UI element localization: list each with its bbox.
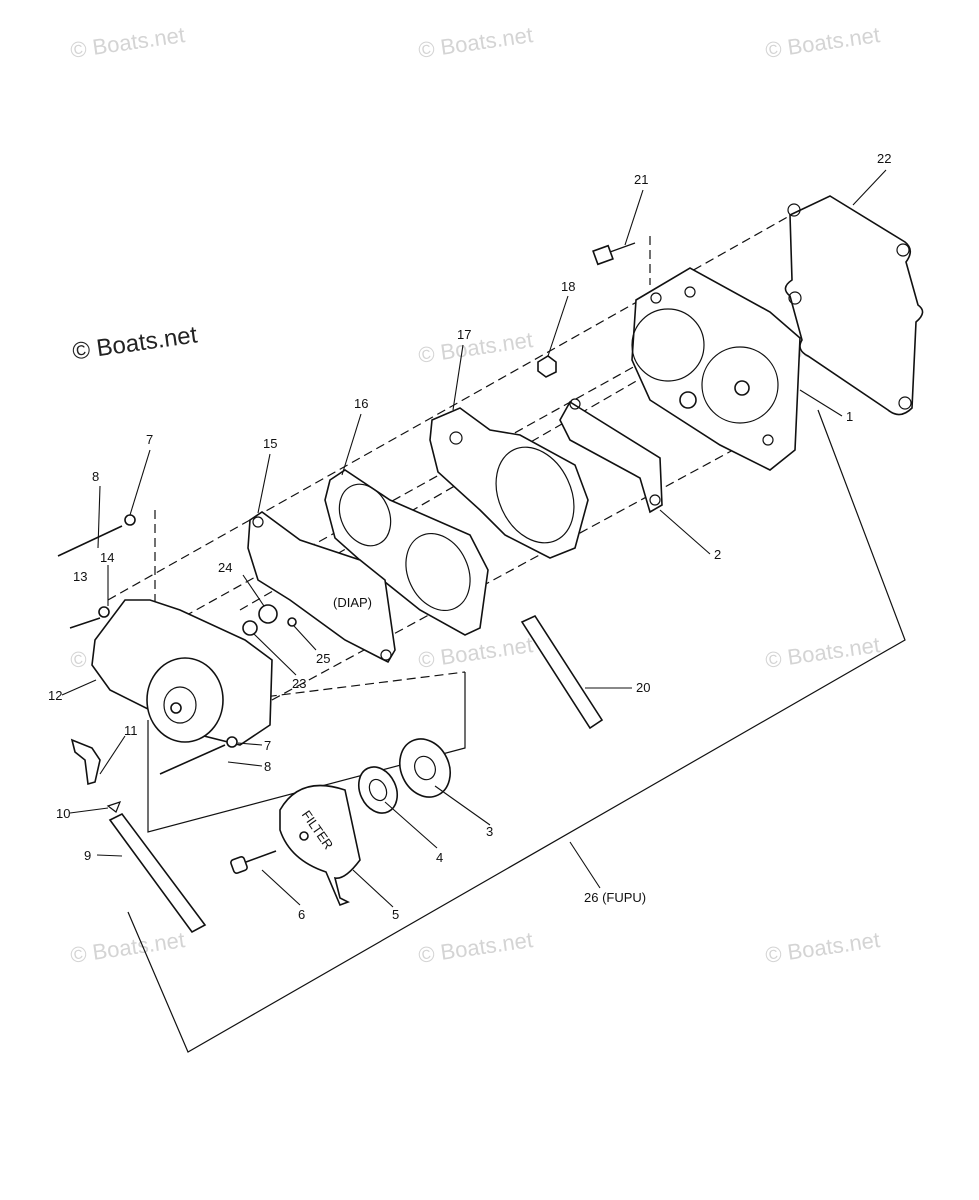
callout-6: 6 xyxy=(298,907,305,922)
housing-17-hole xyxy=(449,431,463,445)
screw-8-lower xyxy=(159,744,226,775)
screw-6-head xyxy=(230,856,248,874)
assembly-outline xyxy=(127,409,906,1053)
housing-17 xyxy=(429,407,589,559)
screw-13 xyxy=(69,617,101,629)
bolt-21-shank xyxy=(609,242,636,253)
callout-24: 24 xyxy=(218,560,232,575)
callout-17: 17 xyxy=(457,327,471,342)
pump-body-1 xyxy=(631,267,801,471)
callout-8-lower: 8 xyxy=(264,759,271,774)
plate-2-hole-a xyxy=(569,398,581,410)
washer-7-upper xyxy=(124,514,136,526)
callout-15: 15 xyxy=(263,436,277,451)
screw-6-shank xyxy=(245,850,277,863)
diaphragm-label: (DIAP) xyxy=(333,595,372,610)
pump-body-1-chamber-b xyxy=(701,346,779,424)
filter-cover-5 xyxy=(279,784,361,907)
gasket-22-hole-c xyxy=(898,396,912,410)
callout-7-upper: 7 xyxy=(146,432,153,447)
washer-7-lower xyxy=(226,736,238,748)
callout-3: 3 xyxy=(486,824,493,839)
callout-26: 26 (FUPU) xyxy=(584,890,646,905)
filter-screen-3 xyxy=(399,738,451,798)
callout-13: 13 xyxy=(73,569,87,584)
alignment-line-upper xyxy=(159,329,701,631)
hose-9 xyxy=(108,812,207,934)
pump-body-1-bolt-a xyxy=(650,292,662,304)
gasket-22-hole-b xyxy=(896,243,910,257)
callout-16: 16 xyxy=(354,396,368,411)
fitting-11 xyxy=(70,738,101,786)
callout-25: 25 xyxy=(316,651,330,666)
nut-18 xyxy=(537,355,557,378)
hose-20 xyxy=(520,614,604,730)
clip-10 xyxy=(106,801,122,813)
gasket-4 xyxy=(357,766,399,814)
gasket-4-hole xyxy=(368,778,388,802)
screw-8-upper xyxy=(57,525,123,557)
plate-2 xyxy=(559,400,663,514)
pump-body-1-bolt-b xyxy=(684,286,696,298)
pump-body-1-valve xyxy=(734,380,750,396)
gasket-16 xyxy=(324,469,489,636)
filter-screen-3-center xyxy=(414,755,436,781)
callout-8-upper: 8 xyxy=(92,469,99,484)
callout-20: 20 xyxy=(636,680,650,695)
callout-12: 12 xyxy=(48,688,62,703)
pump-body-1-port xyxy=(679,391,697,409)
callout-5: 5 xyxy=(392,907,399,922)
bolt-21-head xyxy=(592,244,614,266)
pump-body-1-bolt-c xyxy=(762,434,774,446)
cover-12-nipple xyxy=(170,702,182,714)
screw-25 xyxy=(287,617,297,627)
diaphragm-15-hole-a xyxy=(252,516,264,528)
diaphragm-15-hole-b xyxy=(380,649,392,661)
callout-2: 2 xyxy=(714,547,721,562)
callout-18: 18 xyxy=(561,279,575,294)
housing-17-chamber xyxy=(495,446,575,544)
callout-22: 22 xyxy=(877,151,891,166)
pump-body-1-chamber-a xyxy=(631,308,705,382)
alignment-line-lower xyxy=(234,429,771,721)
washer-14 xyxy=(98,606,110,618)
leader-lines xyxy=(61,169,887,908)
callout-10: 10 xyxy=(56,806,70,821)
cover-12-boss xyxy=(163,686,197,724)
callout-9: 9 xyxy=(84,848,91,863)
washer-23 xyxy=(242,620,258,636)
gasket-16-opening-b xyxy=(405,532,471,612)
gasket-22-hole-d xyxy=(788,291,802,305)
gasket-22-hole-a xyxy=(787,203,801,217)
callout-7-lower: 7 xyxy=(264,738,271,753)
callout-11: 11 xyxy=(124,723,138,738)
callout-1: 1 xyxy=(846,409,853,424)
callout-21: 21 xyxy=(634,172,648,187)
plate-2-hole-b xyxy=(649,494,661,506)
filter-alignment xyxy=(239,671,466,701)
gasket-16-opening-a xyxy=(338,483,392,547)
callout-14: 14 xyxy=(100,550,114,565)
callout-23: 23 xyxy=(292,676,306,691)
callout-4: 4 xyxy=(436,850,443,865)
gasket-22 xyxy=(784,195,924,416)
valve-24 xyxy=(258,604,278,624)
filter-cover-5-hole xyxy=(299,831,309,841)
cover-12-dome xyxy=(146,657,224,743)
